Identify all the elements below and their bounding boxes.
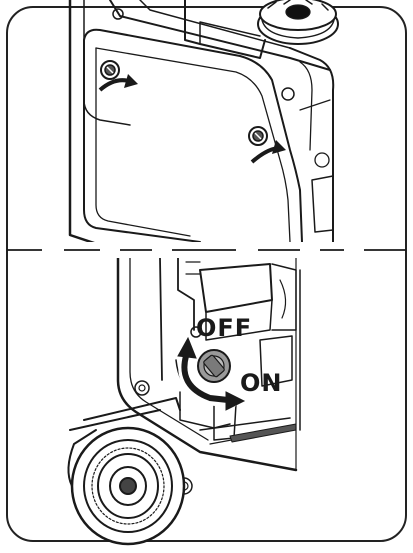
screw-icon bbox=[248, 126, 268, 146]
screw-icon bbox=[100, 60, 120, 80]
valve-on-label: ON bbox=[240, 369, 283, 397]
bottom-panel bbox=[67, 258, 301, 546]
valve-off-label: OFF bbox=[196, 314, 253, 342]
top-panel bbox=[68, 0, 339, 242]
rotate-arrow-icon bbox=[250, 140, 286, 164]
rotate-arrow-icon bbox=[98, 74, 138, 92]
panel-frame bbox=[6, 6, 407, 542]
fuel-valve-icon bbox=[197, 349, 231, 383]
double-headed-curved-arrow-icon bbox=[177, 336, 246, 411]
